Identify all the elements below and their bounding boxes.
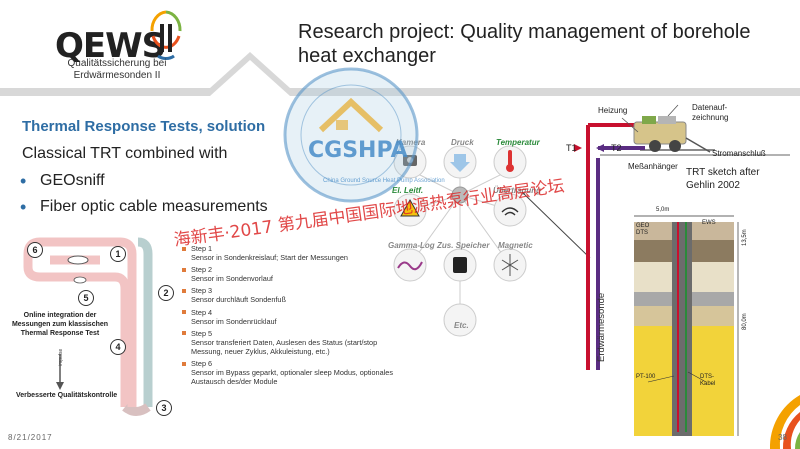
sensor-gamma-label: Gamma-Log <box>388 241 435 250</box>
bullet-item: • Fiber optic cable measurements <box>20 194 268 220</box>
page-number: 38 <box>778 433 787 442</box>
step-title: Step 6 <box>191 359 213 369</box>
sensor-camera-label: Kamera <box>396 138 425 147</box>
borehole-ews-label: EWS <box>702 220 716 226</box>
step-desc: Sensor transferiert Daten, Auslesen des … <box>191 337 378 356</box>
step-bullet-icon <box>182 288 186 293</box>
loop-number-4: 4 <box>110 339 126 355</box>
bullet-icon: • <box>20 170 27 191</box>
loop-number-3: 3 <box>156 400 172 416</box>
bullet-list: • GEOsniff • Fiber optic cable measurement… <box>20 168 268 220</box>
bullet-text: GEOsniff <box>40 172 105 189</box>
sensor-pressure-label: Druck <box>451 138 474 147</box>
step-title: Step 3 <box>191 286 213 296</box>
borehole-dts-cable-label: DTS- Kabel <box>700 374 716 387</box>
logo-sub-line-2: Erdwärmesonden II <box>73 70 161 81</box>
borehole-geo-label: GEO <box>636 223 650 229</box>
sensor-magnetic-label: Magnetic <box>498 241 533 250</box>
steps-list: Step 1 Sensor in Sondenkreislauf; Start … <box>182 244 402 389</box>
loop-number-6: 6 <box>27 242 43 258</box>
step-title: Step 2 <box>191 265 213 275</box>
logo-subtitle: Qualitätssicherung bei Erdwärmesonden II <box>62 58 172 82</box>
step-title: Step 4 <box>191 307 213 317</box>
borehole-width-label: 5,0m <box>656 207 670 213</box>
label-messanhaenger: Meßanhänger <box>628 162 678 171</box>
impulse-label: impulse <box>58 348 64 366</box>
integration-text: Online integration der Messungen zum kla… <box>11 312 109 337</box>
watermark-stamp <box>283 67 419 203</box>
step-desc: Sensor im Sondenrücklauf <box>191 316 277 326</box>
step-item: Step 6 Sensor im Bypass geparkt, optiona… <box>182 359 402 386</box>
borehole-section-diagram <box>634 215 739 436</box>
measurement-loop-diagram <box>23 237 153 416</box>
label-datenaufzeichnung: Datenauf- zeichnung <box>692 103 729 122</box>
label-erdwaermesonde: Erdwärmesonde <box>596 292 607 362</box>
loop-number-1: 1 <box>110 246 126 262</box>
sensor-transmission-label: Übertragung <box>493 186 541 195</box>
step-desc: Sensor im Sondenvorlauf <box>191 274 273 284</box>
borehole-pt100-label: PT-100 <box>636 374 656 380</box>
step-desc: Sensor durchläuft Sondenfuß <box>191 295 286 305</box>
step-bullet-icon <box>182 310 186 315</box>
watermark-stamp-text: CGSHPA <box>308 138 408 163</box>
sensor-temperature-label: Temperatur <box>496 138 540 147</box>
bullet-item: • GEOsniff <box>20 168 268 194</box>
label-t1: T1 <box>566 143 577 153</box>
borehole-depth2-label: 80,0m <box>742 313 748 330</box>
loop-number-5: 5 <box>78 290 94 306</box>
step-item: Step 5 Sensor transferiert Daten, Ausles… <box>182 329 402 356</box>
loop-number-2: 2 <box>158 285 174 301</box>
trt-caption: TRT sketch after Gehlin 2002 <box>686 167 760 191</box>
trt-sketch-diagram <box>574 104 790 370</box>
step-item: Step 1 Sensor in Sondenkreislauf; Start … <box>182 244 402 262</box>
logo-emblem-icon <box>150 10 182 60</box>
step-title: Step 5 <box>191 328 213 338</box>
sensor-conductivity-label: El. Leitf. <box>392 186 424 195</box>
step-item: Step 3 Sensor durchläuft Sondenfuß <box>182 286 402 304</box>
borehole-depth1-label: 13,5m <box>742 229 748 246</box>
step-bullet-icon <box>182 267 186 272</box>
step-title: Step 1 <box>191 244 213 253</box>
label-t2: T2 <box>611 143 622 153</box>
step-bullet-icon <box>182 361 186 366</box>
step-item: Step 4 Sensor im Sondenrücklauf <box>182 308 402 326</box>
lead-text: Classical TRT combined with <box>22 145 228 162</box>
step-bullet-icon <box>182 331 186 336</box>
step-bullet-icon <box>182 246 186 251</box>
slide-title: Research project: Quality management of … <box>298 21 751 67</box>
sensor-storage-label: Zus. Speicher <box>437 241 490 250</box>
bullet-icon: • <box>20 196 27 217</box>
label-heizung: Heizung <box>598 106 628 115</box>
step-item: Step 2 Sensor im Sondenvorlauf <box>182 265 402 283</box>
logo-wordmark: QEWS <box>55 26 166 66</box>
leader-line <box>521 191 591 259</box>
borehole-dts-label: DTS <box>636 230 648 236</box>
footer-date: 8/21/2017 <box>8 433 53 442</box>
section-subtitle: Thermal Response Tests, solution <box>22 118 266 135</box>
sensor-etc-label: Etc. <box>454 321 469 330</box>
bullet-text: Fiber optic cable measurements <box>40 198 268 215</box>
step-desc: Sensor im Bypass geparkt, optionaler sle… <box>191 368 393 387</box>
label-stromanschluss: Stromanschluß <box>712 149 766 158</box>
improved-quality-label: Verbesserte Qualitätskontrolle <box>16 392 118 399</box>
step-desc: Sensor in Sondenkreislauf; Start der Mes… <box>191 253 348 263</box>
logo-sub-line-1: Qualitätssicherung bei <box>67 58 167 69</box>
watermark-stamp-ring: China Ground Source Heat Pump Associatio… <box>323 178 445 184</box>
